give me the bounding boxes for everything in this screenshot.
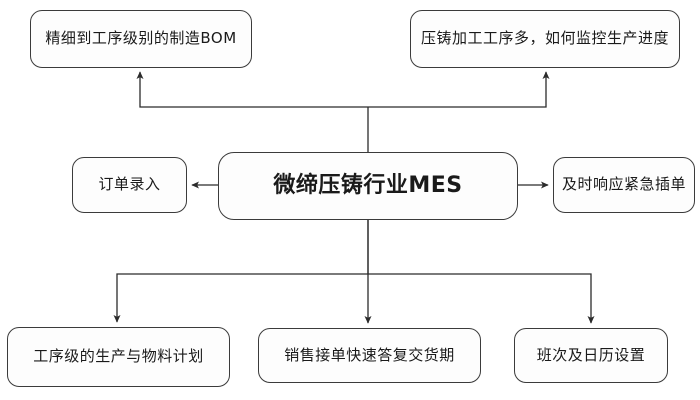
node-production-material-plan[interactable]: 工序级的生产与物料计划 (7, 327, 230, 387)
node-production-progress[interactable]: 压铸加工工序多，如何监控生产进度 (410, 10, 680, 68)
node-delivery-date-reply-label: 销售接单快速答复交货期 (284, 345, 455, 364)
node-center-mes-label: 微缔压铸行业MES (273, 173, 463, 199)
node-production-progress-label: 压铸加工工序多，如何监控生产进度 (420, 29, 669, 48)
node-shift-calendar-setting-label: 班次及日历设置 (536, 345, 646, 364)
node-order-entry[interactable]: 订单录入 (72, 157, 187, 213)
connector-core-to-shift (368, 273, 595, 324)
node-urgent-order-response[interactable]: 及时响应紧急插单 (553, 157, 695, 213)
node-manufacturing-bom-label: 精细到工序级别的制造BOM (45, 29, 237, 48)
node-production-material-plan-label: 工序级的生产与物料计划 (33, 347, 204, 366)
node-shift-calendar-setting[interactable]: 班次及日历设置 (514, 328, 668, 383)
connector-core-to-plan (113, 273, 368, 323)
node-delivery-date-reply[interactable]: 销售接单快速答复交货期 (258, 328, 481, 383)
node-center-mes[interactable]: 微缔压铸行业MES (218, 152, 518, 220)
connector-core-to-progress (368, 71, 550, 108)
node-manufacturing-bom[interactable]: 精细到工序级别的制造BOM (30, 10, 252, 68)
connector-core-to-bom (136, 71, 368, 108)
node-urgent-order-response-label: 及时响应紧急插单 (561, 175, 686, 194)
node-order-entry-label: 订单录入 (98, 175, 161, 194)
